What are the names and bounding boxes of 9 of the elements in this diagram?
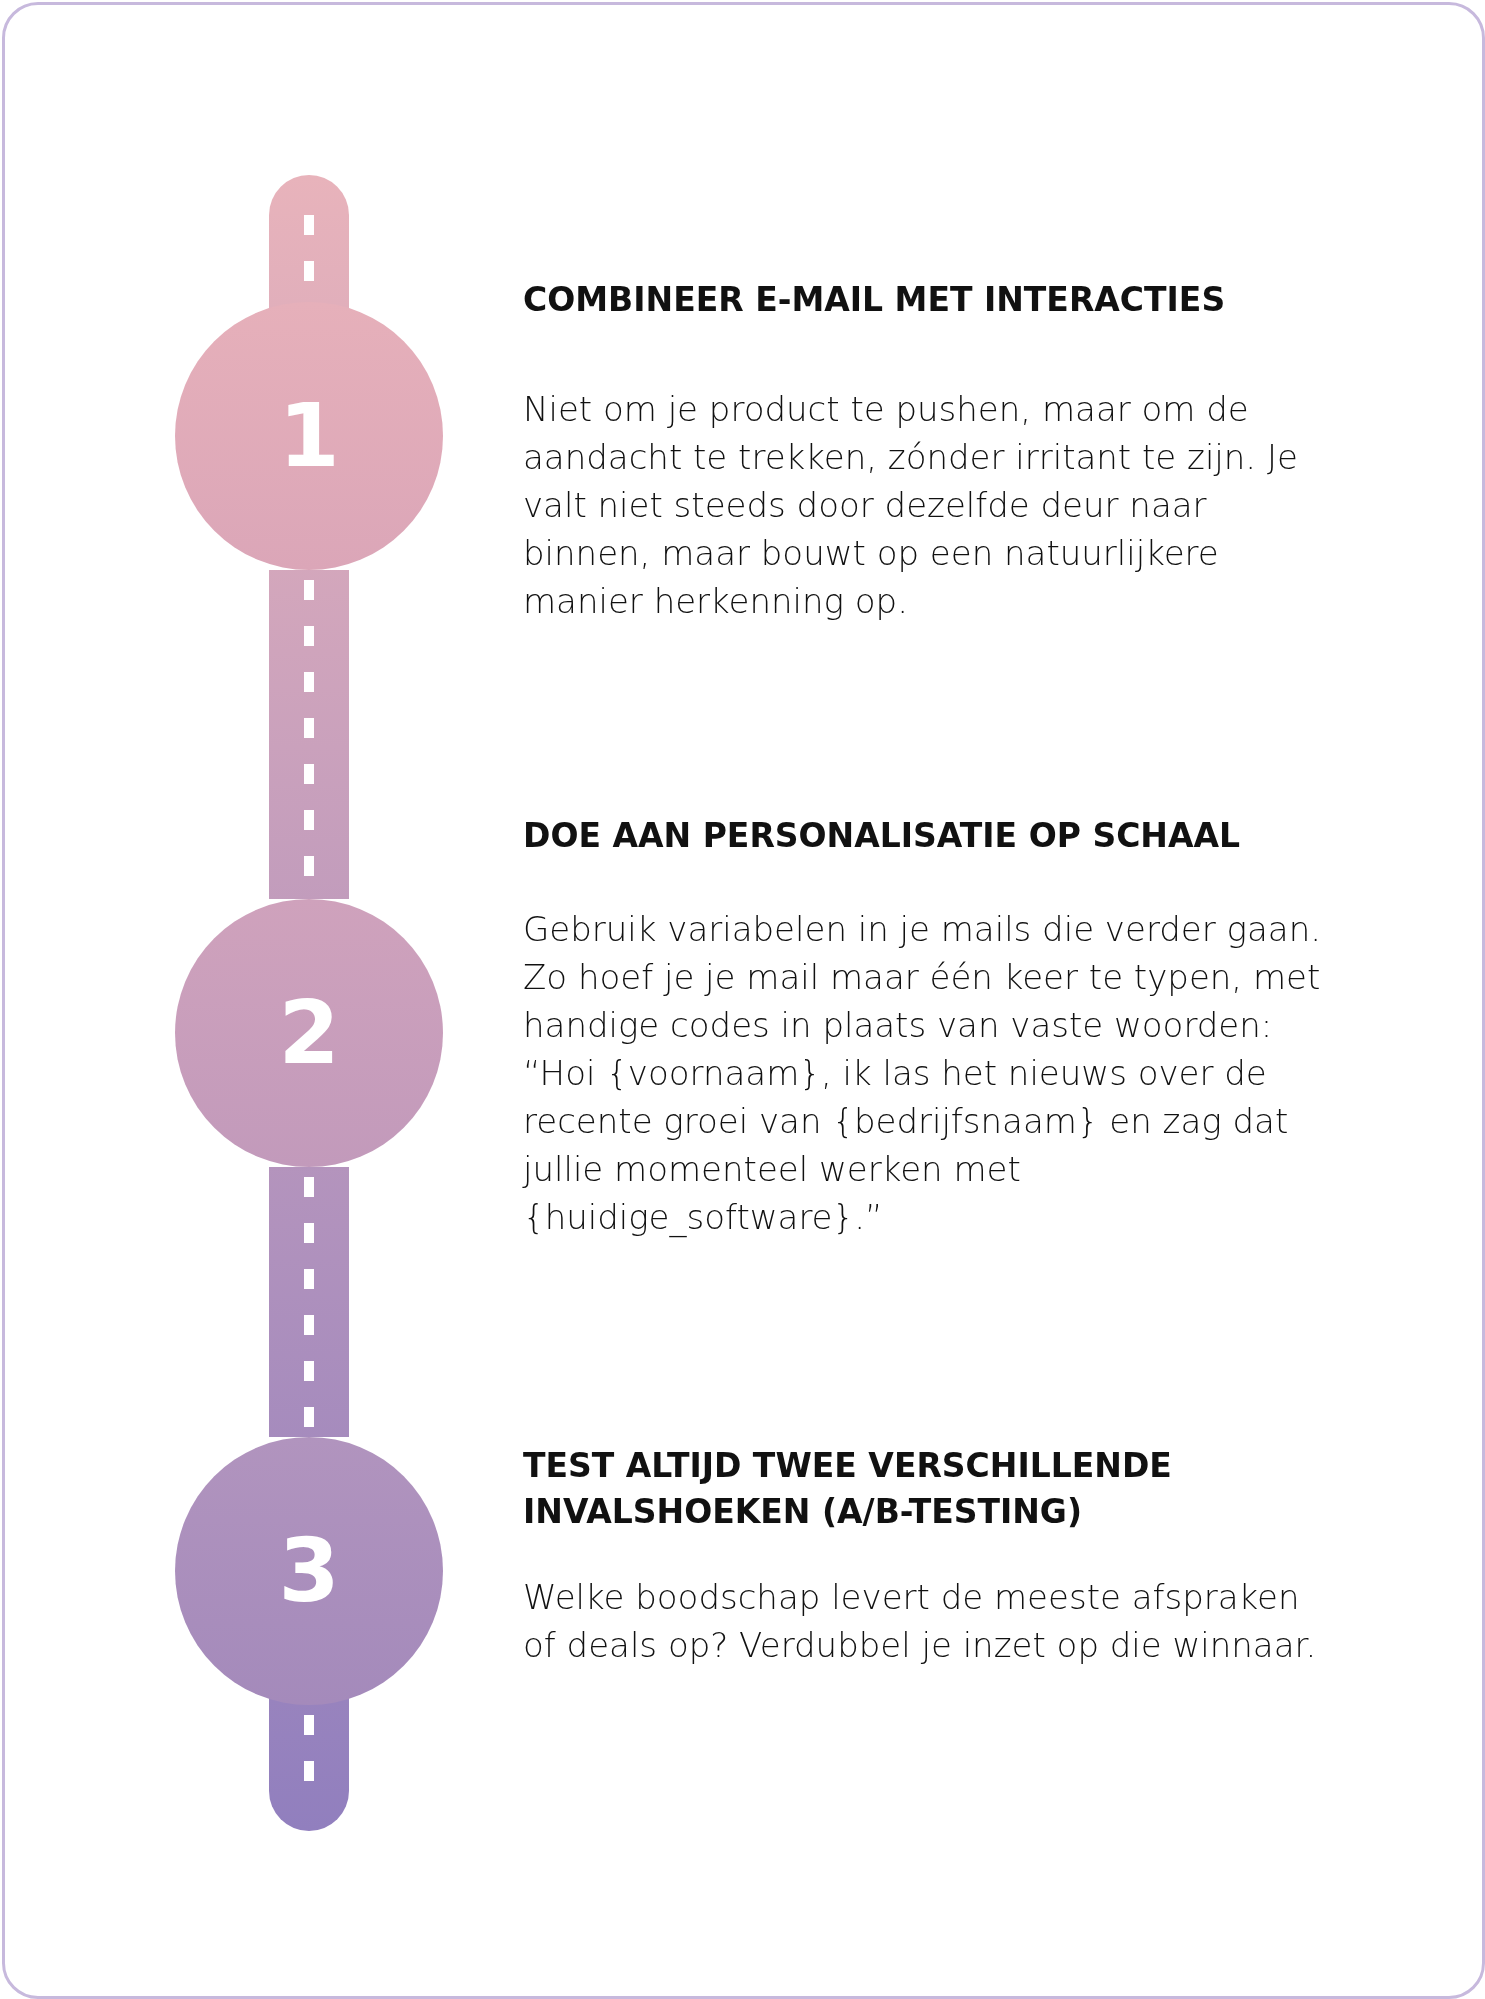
step-heading: DOE AAN PERSONALISATIE OP SCHAAL xyxy=(523,815,1242,857)
step-description: Welke boodschap levert de meeste afspraken of deals op? Verdubbel je inzet op die winnaar. xyxy=(523,1576,1318,1667)
step-number: 2 xyxy=(278,989,340,1077)
step-description: Gebruik variabelen in je mails die verder gaan. Zo hoef je je mail maar één keer te typen, met handige codes in plaats van vaste woorden: “Hoi {voornaam}, ik las het nieuws over de recente groei van {bedrijfsnaam} en zag dat jullie momenteel werken met {huidige_software}.” xyxy=(523,908,1322,1240)
step-heading: TEST ALTIJD TWEE VERSCHILLENDE INVALSHOEKEN (A/B-TESTING) xyxy=(523,1445,1173,1533)
step-number: 1 xyxy=(278,392,340,480)
step-heading: COMBINEER E-MAIL MET INTERACTIES xyxy=(523,279,1227,321)
step-number: 3 xyxy=(278,1527,340,1615)
step-description: Niet om je product te pushen, maar om de aandacht te trekken, zónder irritant te zijn. Je valt niet steeds door dezelfde deur naar binnen, maar bouwt op een natuurlijkere manier herkenning op. xyxy=(523,388,1299,623)
